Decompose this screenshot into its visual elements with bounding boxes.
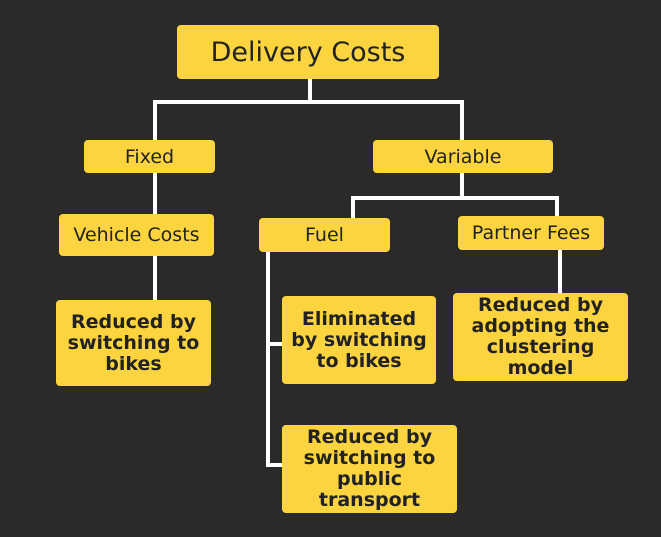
vehicle-costs-note-text: Reduced by switching to bikes	[67, 310, 200, 375]
partner-fees-node: Partner Fees	[458, 216, 604, 250]
fixed-label: Fixed	[124, 145, 175, 168]
vehicle-costs-note: Reduced by switching to bikes	[56, 300, 211, 386]
root-label: Delivery Costs	[210, 36, 406, 68]
fuel-note-2-text: Reduced by switching to public transport	[303, 426, 436, 511]
vehicle-costs-label: Vehicle Costs	[73, 224, 200, 246]
partner-fees-label: Partner Fees	[471, 222, 591, 244]
fuel-label: Fuel	[305, 224, 344, 246]
fuel-node: Fuel	[259, 218, 390, 252]
fixed-node: Fixed	[84, 140, 215, 173]
fuel-note-1: Eliminated by switching to bikes	[282, 296, 436, 384]
vehicle-costs-node: Vehicle Costs	[59, 214, 214, 256]
variable-node: Variable	[373, 140, 553, 173]
partner-fees-note-text: Reduced by adopting the clustering model	[471, 294, 610, 379]
root-node: Delivery Costs	[177, 25, 439, 79]
fuel-note-2: Reduced by switching to public transport	[282, 425, 457, 513]
partner-fees-note: Reduced by adopting the clustering model	[453, 293, 628, 381]
fuel-note-1-text: Eliminated by switching to bikes	[291, 307, 427, 372]
variable-label: Variable	[424, 145, 502, 168]
